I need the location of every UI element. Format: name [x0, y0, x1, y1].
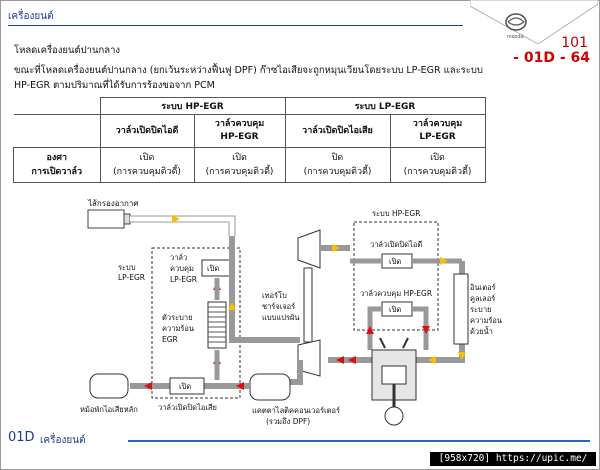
lp-egr-region: [151, 247, 241, 399]
flow-arrow-icon: [144, 382, 152, 390]
intake-valve-label: วาล์วเปิดปิดไอดี: [370, 240, 422, 249]
lp-cooler-label-1: ตัวระบาย: [162, 313, 193, 322]
group-lp-egr: ระบบ LP-EGR: [284, 97, 486, 115]
hp-system-label: ระบบ HP-EGR: [372, 209, 420, 218]
lp-valve-label-3: LP-EGR: [170, 275, 197, 284]
flow-arrow-icon: [428, 356, 436, 364]
air-filter-box: [87, 209, 125, 229]
intro-paragraph: ขณะที่โหลดเครื่องยนต์ปานกลาง (ยกเว้นระหว…: [14, 63, 484, 93]
hp-valve-label: วาล์วควบคุม HP-EGR: [360, 289, 432, 298]
exhaust-valve-state: เปิด: [179, 382, 191, 391]
footer-rule: [128, 440, 590, 442]
intercooler-label-5: ด้วยน้ำ: [470, 326, 493, 336]
air-filter-label: ไส้กรองอากาศ: [87, 199, 138, 208]
intercooler-core: [453, 273, 469, 345]
valve-mode-table: ระบบ HP-EGR ระบบ LP-EGR วาล์วเปิดปิดไอดี…: [13, 97, 486, 183]
flow-arrow-icon: [228, 302, 236, 310]
egr-flow-diagram: ไส้กรองอากาศ ระบบ LP-EGR วาล์ว ควบคุม LP…: [80, 199, 502, 426]
muffler-box: [89, 373, 129, 399]
cell-lp: เปิด(การควบคุมติวดี้): [389, 147, 486, 183]
flow-arrow-icon: [236, 382, 244, 390]
section-subheading: โหลดเครื่องยนต์ปานกลาง: [14, 45, 121, 56]
egr-cooler-core-icon: [207, 301, 227, 349]
row-label: องศาการเปิดวาล์ว: [13, 147, 101, 183]
exhaust-valve-box: [169, 377, 205, 395]
intercooler-label-1: อินเตอร์: [470, 283, 496, 292]
turbo-label-1: เทอร์โบ: [262, 291, 287, 300]
engine-cylinder-icon: [328, 337, 448, 426]
intercooler-label-3: ระบาย: [470, 305, 491, 314]
flow-arrow-icon: [172, 215, 180, 223]
intercooler-label-2: คูลเลอร์: [470, 294, 495, 303]
mazda-logo: mazda: [470, 0, 598, 44]
lp-valve-label-2: ควบคุม: [170, 264, 194, 273]
group-hp-egr: ระบบ HP-EGR: [99, 97, 286, 115]
lp-cooler-label-2: ความร้อน: [162, 324, 194, 333]
mazda-emblem-icon: [505, 13, 527, 31]
intake-valve-state: เปิด: [389, 257, 401, 266]
flow-arrow-icon: [332, 244, 340, 252]
cell-exhaust: ปิด(การควบคุมติวดี้): [284, 147, 391, 183]
hp-valve-state: เปิด: [389, 305, 401, 314]
intro-line-1: ขณะที่โหลดเครื่องยนต์ปานกลาง (ยกเว้นระหว…: [14, 65, 483, 76]
cell-intake: เปิด(การควบคุมติวดี้): [99, 147, 195, 183]
intro-line-2: HP-EGR ตามปริมาณที่ได้รับการร้องขอจาก PC…: [14, 80, 215, 91]
section-code: - 01D - 64: [513, 50, 590, 66]
logo-text: mazda: [507, 34, 524, 40]
hp-egr-region: [353, 221, 439, 331]
footer-title: เครื่องยนต์: [40, 435, 86, 446]
lp-cooler-label-3: EGR: [162, 335, 178, 344]
header-title: เครื่องยนต์: [8, 11, 54, 22]
flow-arrow-icon: [366, 326, 374, 334]
catalytic-converter-box: [249, 373, 291, 401]
intake-pipe: [130, 215, 236, 236]
header-rule: [8, 25, 463, 26]
turbocharger-icon: [297, 229, 321, 377]
exhaust-valve-label: วาล์วเปิดปิดไอเสีย: [158, 403, 217, 412]
lp-valve-state: เปิด: [207, 264, 219, 273]
col-intake-valve: วาล์วเปิดปิดไอดี: [99, 114, 195, 148]
turbo-label-3: แบบแปรผัน: [262, 313, 300, 322]
footer-section-code: 01D: [8, 430, 35, 445]
col-exhaust-valve: วาล์วเปิดปิดไอเสีย: [284, 114, 391, 148]
cell-hp: เปิด(การควบคุมติวดี้): [193, 147, 286, 183]
converter-label-2: (รวมถึง DPF): [266, 417, 310, 426]
lp-system-label-1: ระบบ: [118, 263, 136, 272]
flow-arrow-icon: [422, 326, 430, 334]
muffler-label: หม้อพักไอเสียหลัก: [80, 405, 138, 414]
lp-valve-label-1: วาล์ว: [170, 253, 187, 262]
intercooler-label-4: ความร้อน: [470, 316, 502, 325]
page-number: 101: [561, 35, 588, 51]
watermark: [958x720] https://upic.me/: [430, 452, 596, 466]
flow-arrow-icon: [348, 356, 356, 364]
flow-arrow-icon: [336, 356, 344, 364]
flow-arrow-icon: [440, 257, 448, 265]
lp-system-label-2: LP-EGR: [118, 273, 145, 282]
flow-arrow-icon: [458, 352, 466, 360]
turbo-label-2: ชาร์จเจอร์: [262, 302, 295, 311]
converter-label-1: แคตตาไลติคคอนเวอร์เตอร์: [252, 406, 340, 415]
